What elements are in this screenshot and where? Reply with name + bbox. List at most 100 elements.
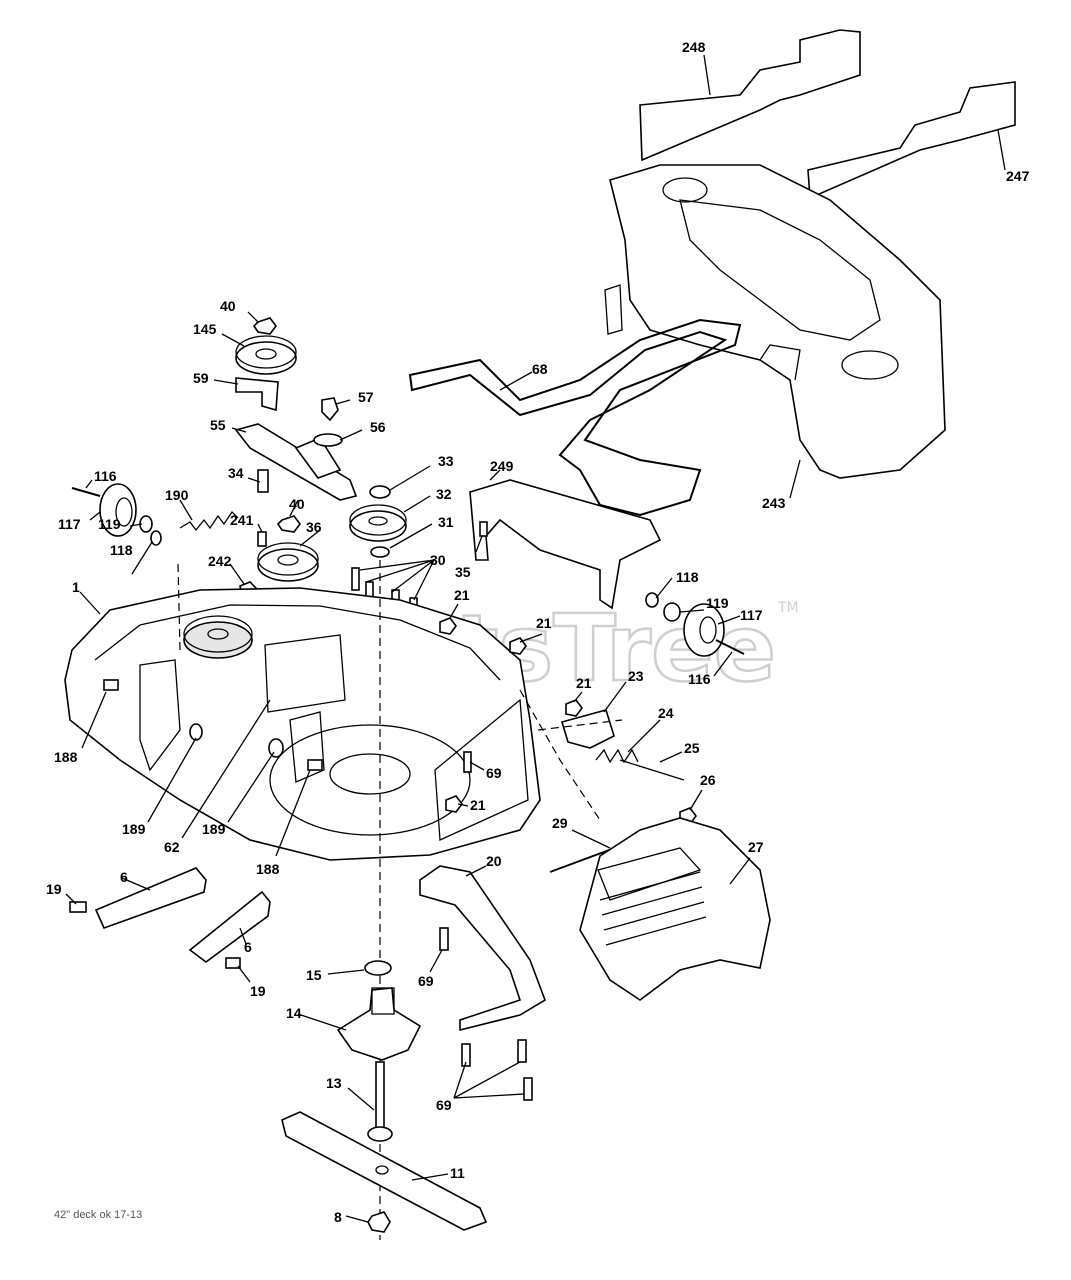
bolts-69-c[interactable] xyxy=(461,1039,533,1101)
belt-cover-shield-247[interactable] xyxy=(807,81,1016,200)
callout-190: 190 xyxy=(165,487,189,503)
deck-bushing-189-left[interactable] xyxy=(189,723,203,741)
bolt-19-lower[interactable] xyxy=(225,957,241,969)
callout-20: 20 xyxy=(486,853,502,869)
callout-35: 35 xyxy=(455,564,471,580)
callout-118-left: 118 xyxy=(110,542,133,558)
callout-15: 15 xyxy=(306,967,322,983)
deck-hanger-6-upper[interactable] xyxy=(94,867,207,930)
bolt-69-b[interactable] xyxy=(439,927,449,951)
deck-hanger-6-lower[interactable] xyxy=(188,890,271,963)
spring-24[interactable] xyxy=(595,748,639,764)
callout-56: 56 xyxy=(370,419,386,435)
callout-26: 26 xyxy=(700,772,716,788)
nut-21-d[interactable] xyxy=(445,795,463,813)
callout-118-right: 118 xyxy=(676,569,699,585)
callout-247: 247 xyxy=(1006,168,1030,184)
pulley-145[interactable] xyxy=(235,335,297,375)
callout-249: 249 xyxy=(490,458,514,474)
spacer-31[interactable] xyxy=(370,546,390,558)
nut-33[interactable] xyxy=(369,485,391,499)
deck-bushing-189-right[interactable] xyxy=(268,738,284,758)
callout-68: 68 xyxy=(532,361,548,377)
callout-57: 57 xyxy=(358,389,374,405)
blade-11[interactable] xyxy=(281,1111,488,1231)
drawing-code: 42" deck ok 17-13 xyxy=(54,1209,142,1221)
callout-30: 30 xyxy=(430,552,446,568)
callout-69-c: 69 xyxy=(436,1097,452,1113)
spindle-shaft-13[interactable] xyxy=(367,1061,393,1142)
callout-25: 25 xyxy=(684,740,700,756)
callout-116-right: 116 xyxy=(688,671,711,687)
pulley-32[interactable] xyxy=(349,504,407,542)
deck-axle-188-left[interactable] xyxy=(103,679,119,691)
callout-13: 13 xyxy=(326,1075,342,1091)
callout-69-b: 69 xyxy=(418,973,434,989)
nut-21-a[interactable] xyxy=(439,617,457,635)
lift-arm-20[interactable] xyxy=(419,865,546,1032)
callout-19-upper: 19 xyxy=(46,881,62,897)
washer-119-right[interactable] xyxy=(663,602,681,622)
callout-117-left: 117 xyxy=(58,516,81,532)
nut-21-c[interactable] xyxy=(565,699,583,717)
callout-59: 59 xyxy=(193,370,209,386)
nut-21-b[interactable] xyxy=(509,637,527,655)
callout-119-right: 119 xyxy=(706,595,729,611)
nut-40-middle[interactable] xyxy=(276,515,301,533)
callout-189-right: 189 xyxy=(202,821,226,837)
nut-118-right[interactable] xyxy=(645,592,659,608)
bolt-34[interactable] xyxy=(257,469,269,493)
spring-190[interactable] xyxy=(179,510,239,532)
callout-116-left: 116 xyxy=(94,468,117,484)
callout-34: 34 xyxy=(228,465,244,481)
callout-1: 1 xyxy=(72,579,80,595)
callout-14: 14 xyxy=(286,1005,302,1021)
washer-56[interactable] xyxy=(313,433,343,447)
nut-40-top[interactable] xyxy=(252,317,277,335)
callout-33: 33 xyxy=(438,453,454,469)
gauge-wheel-117-left[interactable] xyxy=(99,483,137,537)
mower-deck-1[interactable] xyxy=(64,587,541,861)
bolt-35[interactable] xyxy=(479,521,488,537)
callout-188-right: 188 xyxy=(256,861,280,877)
drive-belt-68[interactable] xyxy=(408,318,742,517)
callout-241: 241 xyxy=(230,512,254,528)
callout-248: 248 xyxy=(682,39,706,55)
callout-31: 31 xyxy=(438,514,454,530)
bolt-57[interactable] xyxy=(321,397,339,422)
bolt-116-right[interactable] xyxy=(715,639,745,655)
bolt-19-upper[interactable] xyxy=(69,901,87,913)
callout-119-left: 119 xyxy=(98,516,121,532)
bolt-116-left[interactable] xyxy=(71,487,101,497)
callout-21-d: 21 xyxy=(470,797,486,813)
nut-118-left[interactable] xyxy=(150,530,162,546)
discharge-chute-27[interactable] xyxy=(579,817,771,1001)
belt-cover-243[interactable] xyxy=(604,164,946,479)
pulley-36[interactable] xyxy=(257,542,319,582)
callout-242: 242 xyxy=(208,553,232,569)
idler-arm-55[interactable] xyxy=(234,423,358,501)
spindle-housing-14[interactable] xyxy=(336,987,422,1061)
callout-36: 36 xyxy=(306,519,322,535)
callout-labels: 248 247 40 145 59 57 68 55 56 116 34 33 … xyxy=(46,39,1030,1225)
gauge-wheel-117-right[interactable] xyxy=(683,603,725,657)
callout-6-upper: 6 xyxy=(120,869,128,885)
blade-bolt-8[interactable] xyxy=(367,1211,391,1233)
belt-guide-59[interactable] xyxy=(235,377,279,412)
callout-29: 29 xyxy=(552,815,568,831)
callout-117-right: 117 xyxy=(740,607,763,623)
bracket-23[interactable] xyxy=(560,709,615,749)
deck-axle-188-right[interactable] xyxy=(307,759,323,771)
callout-6-lower: 6 xyxy=(244,939,252,955)
belt-cover-shield-248[interactable] xyxy=(639,29,861,162)
rod-25[interactable] xyxy=(619,759,685,781)
belt-guide-bracket-249[interactable] xyxy=(469,479,662,610)
callout-21-a: 21 xyxy=(454,587,470,603)
bolt-69-a[interactable] xyxy=(463,751,472,773)
bearing-15[interactable] xyxy=(364,960,392,976)
callout-19-lower: 19 xyxy=(250,983,266,999)
callout-21-c: 21 xyxy=(576,675,592,691)
bolt-241[interactable] xyxy=(257,531,267,547)
callout-21-b: 21 xyxy=(536,615,552,631)
